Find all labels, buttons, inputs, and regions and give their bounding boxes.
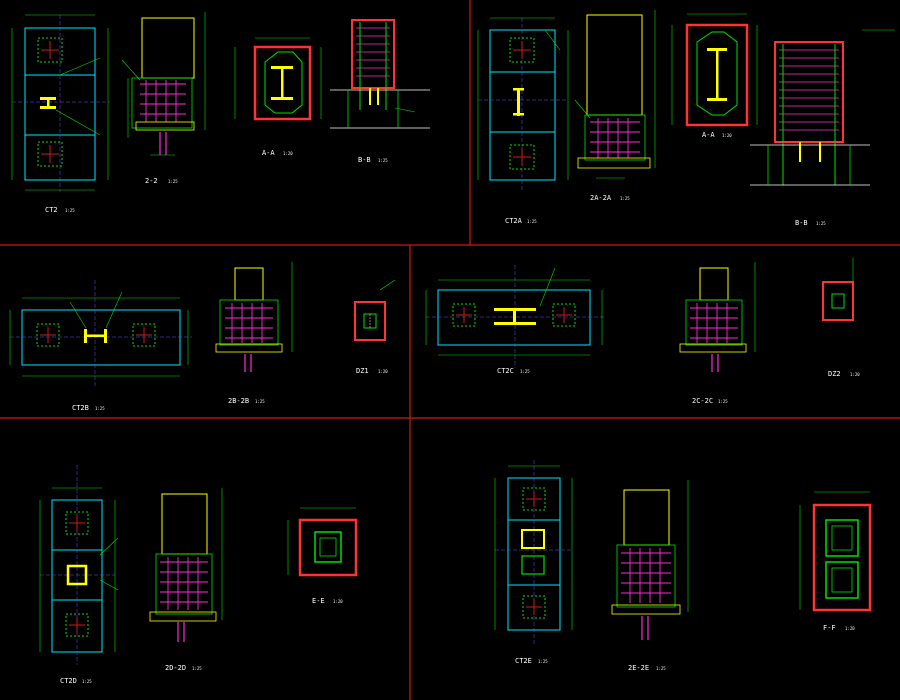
- s2c-title: 2C-2C: [692, 397, 713, 405]
- ct2e-title: CT2E: [515, 657, 532, 665]
- s2e-scale: 1:25: [656, 666, 666, 671]
- detail-a-a-section-2: A-A 1:20: [671, 13, 758, 139]
- ct2d-title: CT2D: [60, 677, 77, 685]
- ct2b-title: CT2B: [72, 404, 89, 412]
- bb2-scale: 1:25: [816, 221, 826, 226]
- dz1-scale: 1:20: [378, 369, 388, 374]
- detail-a-a-section: A-A 1:20: [234, 37, 322, 157]
- ee-title: E-E: [312, 597, 325, 605]
- s2b-title: 2B-2B: [228, 397, 249, 405]
- dz2-title: DZ2: [828, 370, 841, 378]
- ct2-scale: 1:25: [65, 208, 75, 213]
- ct2-title: CT2: [45, 206, 58, 214]
- detail-2-2-section: 2-2 1:25: [121, 12, 206, 185]
- bb-title: B-B: [358, 156, 371, 164]
- detail-f-f-section: F-F 1:20: [799, 491, 872, 632]
- detail-2e-2e-section: 2E-2E 1:25: [611, 480, 689, 672]
- s22-scale: 1:25: [168, 179, 178, 184]
- s22-title: 2-2: [145, 177, 158, 185]
- detail-2a-2a-section: 2A-2A 1:25: [574, 10, 656, 202]
- s2e-title: 2E-2E: [628, 664, 649, 672]
- ct2d-scale: 1:25: [82, 679, 92, 684]
- detail-ct2a-plan: CT2A 1:25: [477, 17, 569, 225]
- dz2-scale: 1:20: [850, 372, 860, 377]
- ct2c-title: CT2C: [497, 367, 514, 375]
- ff-scale: 1:20: [845, 626, 855, 631]
- s2a-title: 2A-2A: [590, 194, 612, 202]
- detail-2b-2b-section: 2B-2B 1:25: [215, 262, 293, 405]
- ee-scale: 1:20: [333, 599, 343, 604]
- detail-ct2-plan: CT2 1:25: [11, 14, 110, 214]
- s2d-title: 2D-2D: [165, 664, 186, 672]
- detail-ct2d-plan: CT2D 1:25: [39, 465, 119, 685]
- ct2c-scale: 1:25: [520, 369, 530, 374]
- detail-e-e-section: E-E 1:20: [287, 507, 358, 605]
- s2c-scale: 1:25: [718, 399, 728, 404]
- s2b-scale: 1:25: [255, 399, 265, 404]
- aa2-title: A-A: [702, 131, 715, 139]
- ct2a-scale: 1:25: [527, 219, 537, 224]
- detail-dz1: DZ1 1:20: [354, 279, 396, 375]
- detail-ct2c-plan: CT2C 1:25: [425, 265, 604, 375]
- detail-2c-2c-section: 2C-2C 1:25: [679, 262, 756, 405]
- detail-2d-2d-section: 2D-2D 1:25: [149, 488, 223, 672]
- dz1-title: DZ1: [356, 367, 369, 375]
- detail-b-b-section: B-B 1:25: [330, 19, 430, 164]
- detail-b-b-section-2: B-B 1:25: [750, 29, 895, 227]
- ff-title: F-F: [823, 624, 836, 632]
- aa-scale: 1:20: [283, 151, 293, 156]
- detail-dz2: DZ2 1:20: [822, 258, 860, 378]
- bb-scale: 1:25: [378, 158, 388, 163]
- ct2e-scale: 1:25: [538, 659, 548, 664]
- ct2a-title: CT2A: [505, 217, 523, 225]
- s2d-scale: 1:25: [192, 666, 202, 671]
- s2a-scale: 1:25: [620, 196, 630, 201]
- detail-ct2b-plan: CT2B 1:25: [9, 280, 192, 412]
- ct2b-scale: 1:25: [95, 406, 105, 411]
- aa2-scale: 1:20: [722, 133, 732, 138]
- bb2-title: B-B: [795, 219, 808, 227]
- detail-ct2e-plan: CT2E 1:25: [494, 460, 573, 665]
- aa-title: A-A: [262, 149, 275, 157]
